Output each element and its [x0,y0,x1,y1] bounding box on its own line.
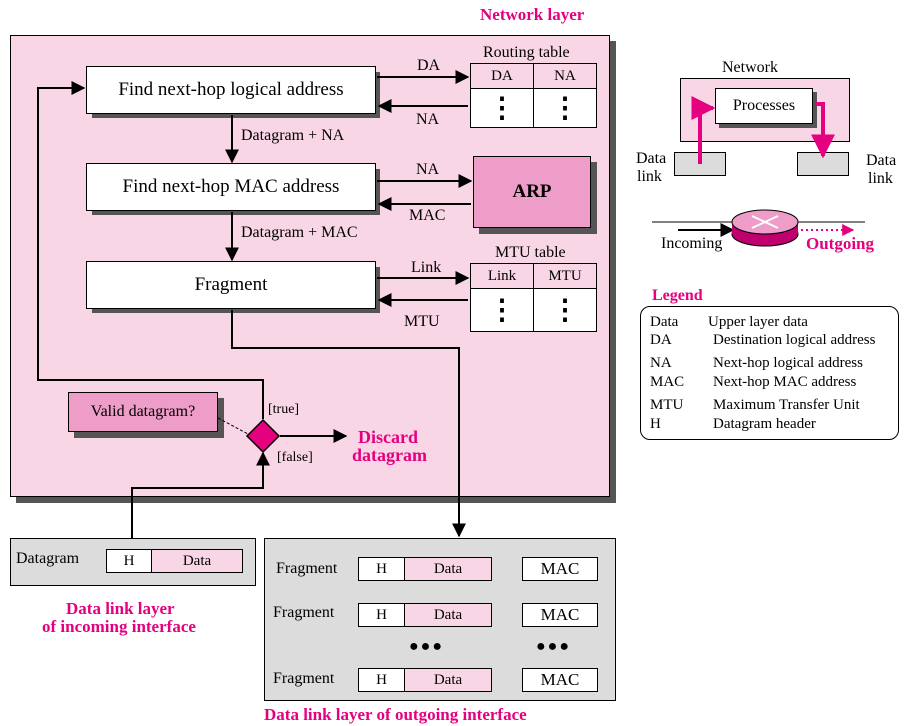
mtu-table-title: MTU table [495,244,566,261]
outgoing-dots-right: ●●● [536,638,571,655]
routing-table-title: Routing table [483,44,570,61]
true-label: [true] [268,402,300,417]
incoming-caption-2: of incoming interface [42,617,196,636]
arrow-label-datagram-na: Datagram + NA [241,127,345,144]
legend-box [640,306,899,440]
legend-desc: Destination logical address [713,332,876,348]
outgoing-fragment-label: Fragment [273,604,335,621]
incoming-h-cell: H [106,549,152,573]
arp-box: ARP [473,156,591,228]
discard-label-2: datagram [352,445,427,465]
router-icon [731,209,799,247]
legend-abbr: Data [650,314,679,330]
find-logical-label: Find next-hop logical address [118,79,344,100]
outgoing-mac-cell: MAC [522,557,598,581]
mini-right-data: Data [866,152,897,169]
valid-datagram-note: Valid datagram? [68,392,218,432]
routing-col-da: DA [470,63,534,89]
decision-diamond [245,418,281,454]
arrow-label-link: Link [411,259,442,276]
outgoing-data-cell: Data [404,557,492,581]
outgoing-mac-cell: MAC [522,668,598,692]
network-layer-title: Network layer [480,5,585,24]
routing-dots-2: ⋮ [533,88,597,128]
outgoing-dots-left: ●●● [409,638,444,655]
arrow-label-na-arp: NA [416,161,440,178]
valid-datagram-label: Valid datagram? [90,403,196,420]
mini-incoming-label: Incoming [661,235,723,252]
mini-in-path [691,96,716,164]
incoming-data-cell: Data [151,549,243,573]
routing-dots-1: ⋮ [470,88,534,128]
arrow-label-na-back: NA [416,111,440,128]
legend-desc: Upper layer data [708,314,808,330]
arrow-label-datagram-mac: Datagram + MAC [241,224,358,241]
legend-title: Legend [652,287,703,304]
arrow-incoming-up [131,451,270,538]
arrow-label-mac-back: MAC [409,207,446,224]
outgoing-h-cell: H [358,668,405,692]
outgoing-h-cell: H [358,603,405,627]
incoming-caption-1: Data link layer [66,599,175,618]
find-mac-label: Find next-hop MAC address [122,176,340,197]
fragment-box: Fragment [86,261,376,309]
incoming-datagram-label: Datagram [16,550,80,567]
mini-processes-label: Processes [732,97,796,114]
arrow-label-mtu-back: MTU [404,313,440,330]
mtu-dots-1: ⋮ [470,288,534,332]
outgoing-data-cell: Data [404,603,492,627]
mtu-dots-2: ⋮ [533,288,597,332]
legend-abbr: DA [650,332,672,348]
false-label: [false] [277,450,313,465]
legend-abbr: H [650,416,661,432]
mini-outgoing-label: Outgoing [806,234,875,253]
legend-desc: Next-hop logical address [713,355,863,371]
find-logical-address-box: Find next-hop logical address [86,66,376,114]
legend-desc: Datagram header [713,416,816,432]
arp-label: ARP [512,181,552,202]
legend-abbr: MTU [650,397,684,413]
mini-left-data: Data [636,150,667,167]
legend-abbr: MAC [650,374,685,390]
mini-network-label: Network [722,59,778,76]
outgoing-fragment-label: Fragment [273,670,335,687]
legend-desc: Maximum Transfer Unit [713,397,860,413]
legend-abbr: NA [650,355,672,371]
mtu-col-link: Link [470,263,534,289]
discard-label-1: Discard [358,427,418,447]
callout-line [217,417,249,435]
outgoing-h-cell: H [358,557,405,581]
arrow-to-outgoing [231,310,466,538]
outgoing-mac-cell: MAC [522,603,598,627]
arrow-label-da: DA [417,57,441,74]
outgoing-data-cell: Data [404,668,492,692]
mini-out-path [811,102,835,159]
mini-processes-box: Processes [715,88,813,124]
legend-desc: Next-hop MAC address [713,374,857,390]
find-mac-address-box: Find next-hop MAC address [86,163,376,211]
mini-right-link: link [868,170,893,187]
mtu-col-mtu: MTU [533,263,597,289]
outgoing-caption: Data link layer of outgoing interface [264,705,527,724]
mini-left-link: link [637,168,662,185]
fragment-label: Fragment [194,274,268,295]
outgoing-fragment-label: Fragment [276,560,338,577]
arrow-true-loop [37,81,264,419]
